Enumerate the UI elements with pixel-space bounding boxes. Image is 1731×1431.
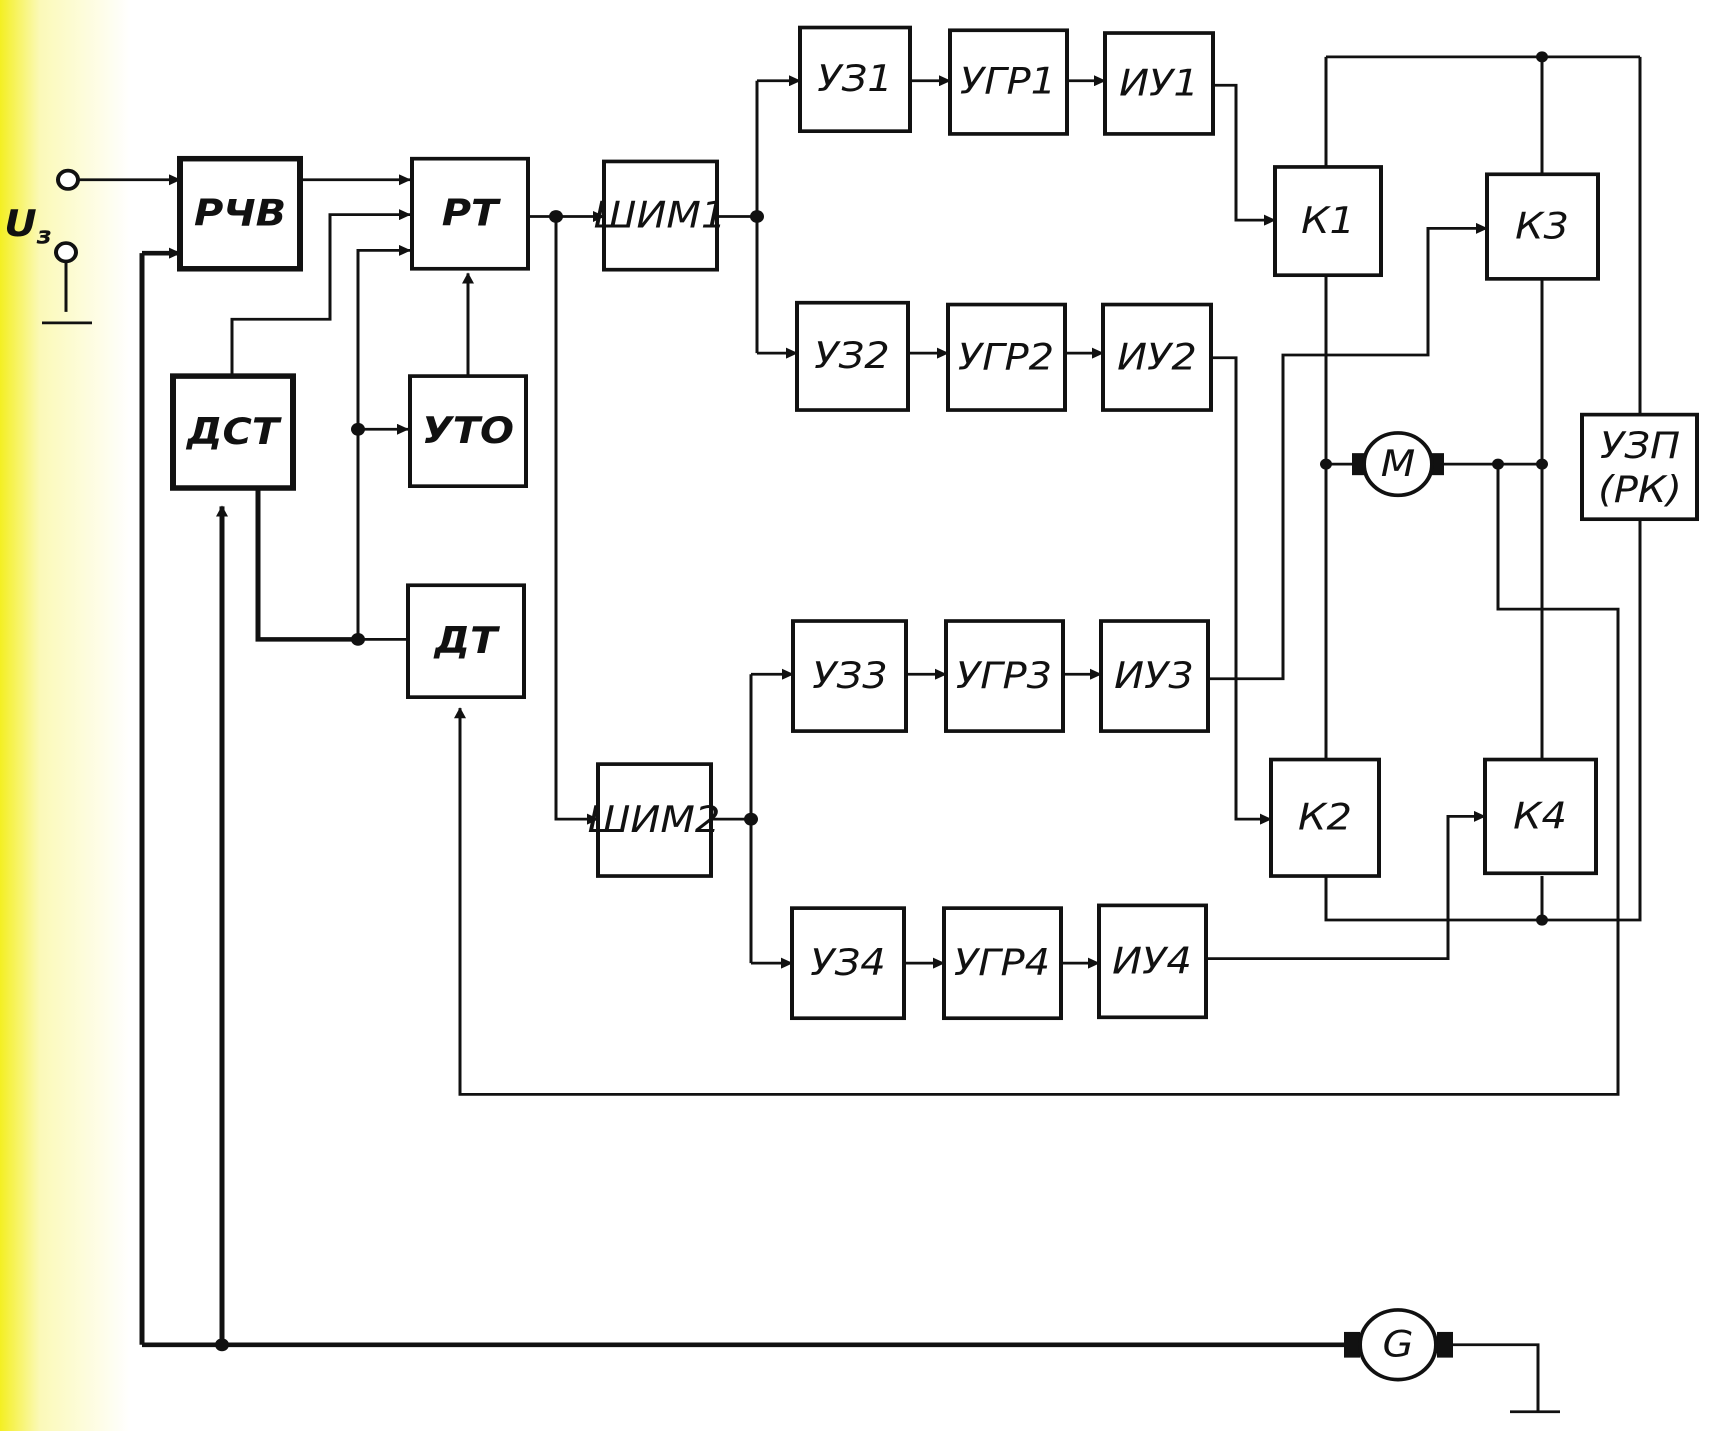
block-k4: К4 bbox=[1483, 757, 1598, 876]
block-uz4: УЗ4 bbox=[790, 906, 906, 1021]
block-uz2: УЗ2 bbox=[795, 300, 910, 412]
generator: G bbox=[1344, 1308, 1453, 1382]
block-shim2: ШИМ2 bbox=[588, 762, 721, 878]
svg-text:УЗ3: УЗ3 bbox=[812, 655, 887, 698]
block-k2: К2 bbox=[1269, 757, 1381, 878]
svg-text:УГР2: УГР2 bbox=[958, 336, 1054, 379]
svg-text:ШИМ2: ШИМ2 bbox=[588, 799, 721, 842]
svg-text:УГР3: УГР3 bbox=[956, 655, 1052, 698]
block-shim1: ШИМ1 bbox=[594, 159, 727, 272]
block-k1: К1 bbox=[1273, 165, 1383, 278]
block-iu4: ИУ4 bbox=[1097, 903, 1208, 1020]
svg-text:УТО: УТО bbox=[422, 410, 514, 453]
svg-text:К2: К2 bbox=[1298, 796, 1352, 839]
svg-text:К4: К4 bbox=[1513, 795, 1567, 838]
svg-text:К1: К1 bbox=[1301, 200, 1355, 243]
block-uz1: УЗ1 bbox=[798, 25, 912, 134]
block-uz3: УЗ3 bbox=[791, 619, 908, 733]
block-ugr1: УГР1 bbox=[948, 28, 1069, 136]
svg-text:УГР1: УГР1 bbox=[960, 60, 1056, 103]
svg-text:ДТ: ДТ bbox=[434, 620, 501, 663]
input-voltage-label: Uз bbox=[4, 202, 52, 248]
block-iu2: ИУ2 bbox=[1101, 302, 1213, 412]
svg-text:ДСТ: ДСТ bbox=[186, 411, 282, 454]
generator-label: G bbox=[1382, 1323, 1413, 1366]
svg-text:УЗП: УЗП bbox=[1600, 424, 1680, 467]
block-ugr4: УГР4 bbox=[942, 906, 1063, 1021]
svg-text:УГР4: УГР4 bbox=[954, 942, 1050, 985]
svg-text:ИУ2: ИУ2 bbox=[1117, 336, 1197, 379]
motor-label: M bbox=[1381, 443, 1416, 486]
junction-dots bbox=[215, 51, 1548, 1352]
svg-text:ИУ1: ИУ1 bbox=[1119, 62, 1199, 105]
svg-text:ШИМ1: ШИМ1 bbox=[594, 194, 727, 237]
svg-text:УЗ4: УЗ4 bbox=[810, 942, 885, 985]
svg-text:РТ: РТ bbox=[442, 192, 502, 235]
svg-text:ИУ3: ИУ3 bbox=[1114, 655, 1194, 698]
block-iu3: ИУ3 bbox=[1099, 619, 1210, 733]
block-ugr2: УГР2 bbox=[946, 302, 1067, 412]
block-dst: ДСТ bbox=[170, 373, 296, 491]
block-uto: УТО bbox=[408, 374, 528, 489]
svg-text:ИУ4: ИУ4 bbox=[1112, 940, 1192, 983]
svg-text:РЧВ: РЧВ bbox=[194, 192, 286, 235]
svg-text:УЗ2: УЗ2 bbox=[814, 334, 889, 377]
block-rchv: РЧВ bbox=[177, 155, 303, 272]
svg-text:К3: К3 bbox=[1515, 205, 1569, 248]
motor: M bbox=[1352, 431, 1444, 498]
block-dt: ДТ bbox=[406, 583, 526, 699]
svg-text:(РК): (РК) bbox=[1598, 468, 1682, 511]
block-k3: К3 bbox=[1485, 172, 1600, 281]
svg-text:УЗ1: УЗ1 bbox=[817, 57, 892, 100]
block-uzp-rk: УЗП (РК) bbox=[1580, 412, 1699, 522]
block-rt: РТ bbox=[410, 156, 530, 271]
block-iu1: ИУ1 bbox=[1103, 31, 1215, 136]
input-terminals: Uз bbox=[4, 168, 80, 264]
block-ugr3: УГР3 bbox=[944, 619, 1065, 733]
